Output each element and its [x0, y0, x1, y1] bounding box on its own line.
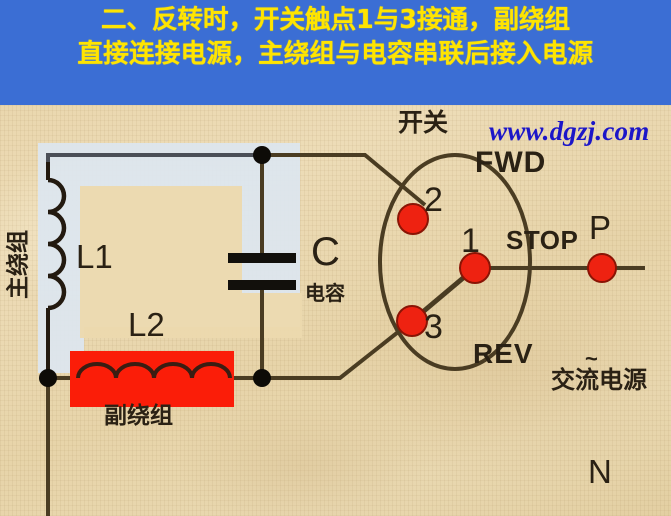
capacitor-c — [228, 155, 296, 378]
label-l1: L1 — [76, 238, 113, 275]
switch-contacts — [396, 203, 491, 337]
wire-bottom-to-contact3 — [262, 319, 414, 380]
label-switch-title: 开关 — [398, 108, 449, 137]
banner-line-2: 直接连接电源，主绕组与电容串联后接入电源 — [77, 39, 594, 69]
wire-group-top — [46, 153, 427, 207]
switch-contact-1[interactable] — [459, 252, 491, 284]
junction-dot-top — [253, 146, 271, 164]
junction-dot-bottom-right — [253, 369, 271, 387]
coil-l1-turns — [47, 177, 67, 311]
capacitor-plate-top — [228, 253, 296, 263]
label-l2: L2 — [128, 306, 165, 343]
terminal-p-dot[interactable] — [587, 253, 617, 283]
header-banner: 二、反转时，开关触点1与3接通，副绕组 直接连接电源，主绕组与电容串联后接入电源 — [0, 0, 671, 105]
label-rev: REV — [473, 338, 534, 369]
label-capacitor-name: 电容 — [305, 281, 345, 305]
label-ac-tilde: ~ — [585, 346, 598, 371]
overlay-pane-inner-tan-2 — [242, 293, 302, 338]
banner-line-1: 二、反转时，开关触点1与3接通，副绕组 — [101, 5, 570, 35]
label-sub-winding: 副绕组 — [104, 403, 173, 429]
label-ac-source: 交流电源 — [551, 366, 647, 394]
circuit-schematic — [39, 146, 645, 516]
wire-group-bottom — [46, 319, 414, 516]
wire-top-to-contact2 — [262, 153, 427, 207]
switch-contact-3[interactable] — [396, 305, 428, 337]
label-terminal-p: P — [589, 209, 612, 246]
coil-l2-highlight — [70, 351, 234, 407]
coil-l2-turns — [76, 362, 232, 379]
label-contact-2: 2 — [424, 181, 443, 219]
label-terminal-n: N — [588, 453, 612, 490]
capacitor-plate-bottom — [228, 280, 296, 290]
label-main-winding: 主绕组 — [5, 230, 32, 299]
label-stop: STOP — [506, 225, 579, 255]
coil-l1 — [46, 162, 67, 378]
label-contact-1: 1 — [461, 222, 480, 260]
label-capacitor-symbol: C — [311, 230, 340, 274]
l2-highlight-box — [70, 351, 234, 407]
label-contact-3: 3 — [424, 308, 443, 346]
switch-body-oval[interactable] — [378, 153, 532, 371]
label-fwd: FWD — [475, 146, 547, 179]
junction-dot-bottom-left — [39, 369, 57, 387]
overlay-pane-inner-tan — [80, 186, 242, 338]
wire-top-left — [46, 153, 262, 162]
watermark-url: www.dgzj.com — [489, 116, 650, 146]
switch-contact-2[interactable] — [397, 203, 429, 235]
